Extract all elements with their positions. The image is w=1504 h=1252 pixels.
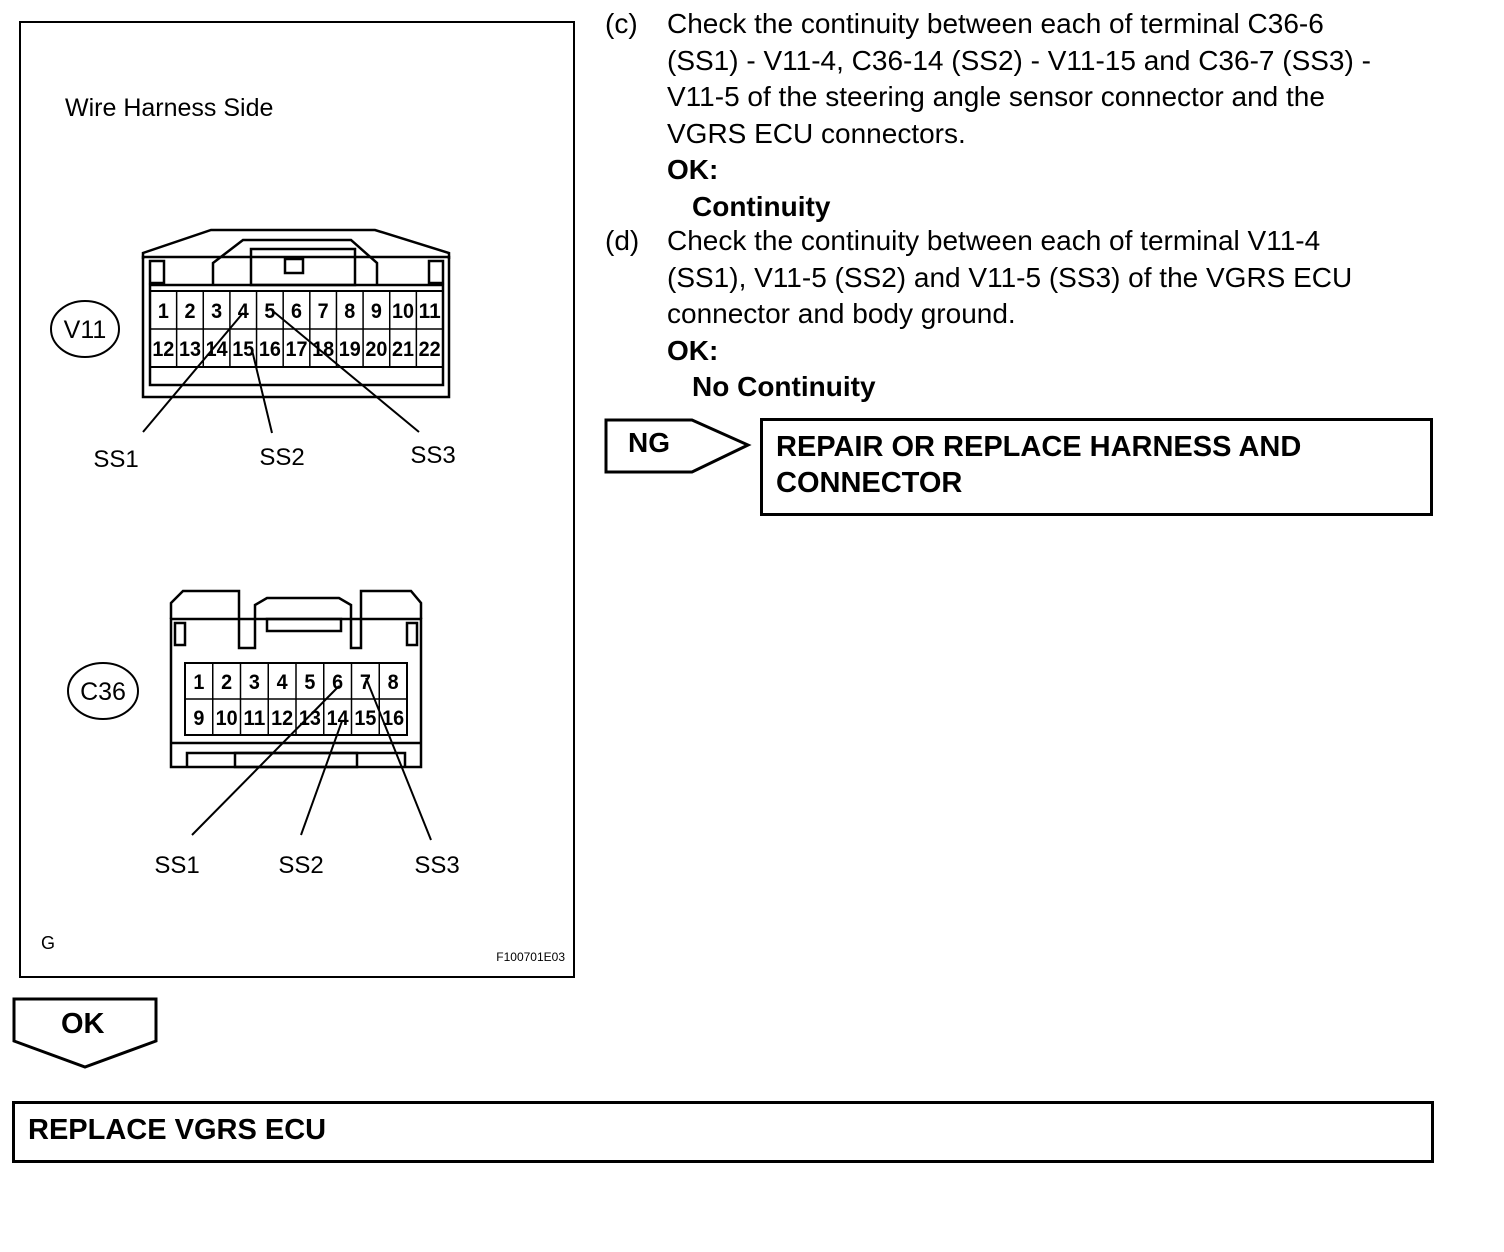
v11-pin-7: 7 xyxy=(318,300,329,323)
v11-leader-lines xyxy=(142,311,420,434)
final-result-box: REPLACE VGRS ECU xyxy=(12,1101,1434,1163)
v11-pin-8: 8 xyxy=(344,300,355,323)
v11-pin-19: 19 xyxy=(339,338,361,361)
v11-connector xyxy=(141,228,451,399)
v11-pin-10: 10 xyxy=(392,300,414,323)
c36-ss1-label: SS1 xyxy=(154,852,199,879)
ng-result-line: CONNECTOR xyxy=(776,467,963,499)
v11-pin-4: 4 xyxy=(238,300,249,323)
c36-pin-7: 7 xyxy=(360,671,371,694)
final-result-text: REPLACE VGRS ECU xyxy=(28,1114,327,1146)
c36-ss3-label: SS3 xyxy=(414,852,459,879)
c36-pin-10: 10 xyxy=(216,707,238,730)
ng-label: NG xyxy=(628,427,670,458)
v11-pin-14: 14 xyxy=(206,338,228,361)
c36-pin-12: 12 xyxy=(271,707,293,730)
c36-pin-2: 2 xyxy=(221,671,232,694)
ng-result-box: REPAIR OR REPLACE HARNESS AND CONNECTOR xyxy=(760,418,1433,516)
c36-connector xyxy=(169,589,423,769)
v11-pin-16: 16 xyxy=(259,338,281,361)
step-d-letter: (d) xyxy=(605,225,640,256)
v11-pin-3: 3 xyxy=(211,300,222,323)
v11-pin-18: 18 xyxy=(312,338,334,361)
c36-leader-lines xyxy=(191,677,432,841)
step-d-line: (SS1), V11-5 (SS2) and V11-5 (SS3) of th… xyxy=(667,261,1353,293)
step-c-letter: (c) xyxy=(605,8,638,39)
step-d-body: Check the continuity between each of ter… xyxy=(667,223,1467,406)
v11-ss1-label: SS1 xyxy=(93,446,138,473)
v11-pin-17: 17 xyxy=(286,338,308,361)
step-d-line: connector and body ground. xyxy=(667,298,1016,329)
v11-pin-1: 1 xyxy=(158,300,169,323)
c36-pin-15: 15 xyxy=(354,707,376,730)
v11-pin-2: 2 xyxy=(184,300,195,323)
c36-pin-11: 11 xyxy=(243,707,265,730)
c36-pin-9: 9 xyxy=(193,707,204,730)
v11-ss2-label: SS2 xyxy=(259,444,304,471)
step-c-line: VGRS ECU connectors. xyxy=(667,117,966,149)
c36-pin-16: 16 xyxy=(382,707,404,730)
v11-pin-11: 11 xyxy=(419,300,441,323)
c36-pin-4: 4 xyxy=(277,671,288,694)
v11-pin-12: 12 xyxy=(152,338,174,361)
v11-pin-6: 6 xyxy=(291,300,302,323)
ok-label: OK xyxy=(61,1008,105,1040)
c36-pin-1: 1 xyxy=(193,671,204,694)
c36-pin-3: 3 xyxy=(249,671,260,694)
c36-ss2-label: SS2 xyxy=(278,852,323,879)
ng-arrow-icon xyxy=(604,418,752,474)
step-c-body: Check the continuity between each of ter… xyxy=(667,6,1467,225)
v11-id-badge: V11 xyxy=(50,300,120,358)
c36-pin-6: 6 xyxy=(332,671,343,694)
figure-code: F100701E03 xyxy=(496,950,565,964)
step-c-ok-value: Continuity xyxy=(692,190,831,222)
step-c-ok-label: OK: xyxy=(667,154,719,185)
v11-pin-9: 9 xyxy=(371,300,382,323)
v11-pin-13: 13 xyxy=(179,338,201,361)
step-d-line: Check the continuity between each of ter… xyxy=(667,225,1321,256)
c36-id-badge: C36 xyxy=(67,662,139,720)
step-c-line: V11-5 of the steering angle sensor conne… xyxy=(667,81,1325,112)
ok-arrow-icon xyxy=(12,997,158,1069)
v11-pin-15: 15 xyxy=(232,338,254,361)
figure-corner-letter: G xyxy=(41,933,56,953)
c36-pin-8: 8 xyxy=(388,671,399,694)
v11-pin-22: 22 xyxy=(419,338,441,361)
v11-label: V11 xyxy=(64,316,107,344)
c36-pin-14: 14 xyxy=(327,707,349,730)
v11-pin-5: 5 xyxy=(264,300,275,323)
step-d-ok-label: OK: xyxy=(667,334,719,366)
figure-title: Wire Harness Side xyxy=(65,94,274,122)
v11-ss3-label: SS3 xyxy=(410,442,455,469)
c36-pin-13: 13 xyxy=(299,707,321,730)
ng-result-line: REPAIR OR REPLACE HARNESS AND xyxy=(776,431,1302,463)
c36-label: C36 xyxy=(80,678,126,706)
step-c-line: (SS1) - V11-4, C36-14 (SS2) - V11-15 and… xyxy=(667,44,1371,76)
c36-pin-5: 5 xyxy=(304,671,315,694)
step-d-ok-value: No Continuity xyxy=(692,371,876,402)
step-c-line: Check the continuity between each of ter… xyxy=(667,8,1324,39)
v11-pin-20: 20 xyxy=(365,338,387,361)
v11-pin-21: 21 xyxy=(392,338,414,361)
